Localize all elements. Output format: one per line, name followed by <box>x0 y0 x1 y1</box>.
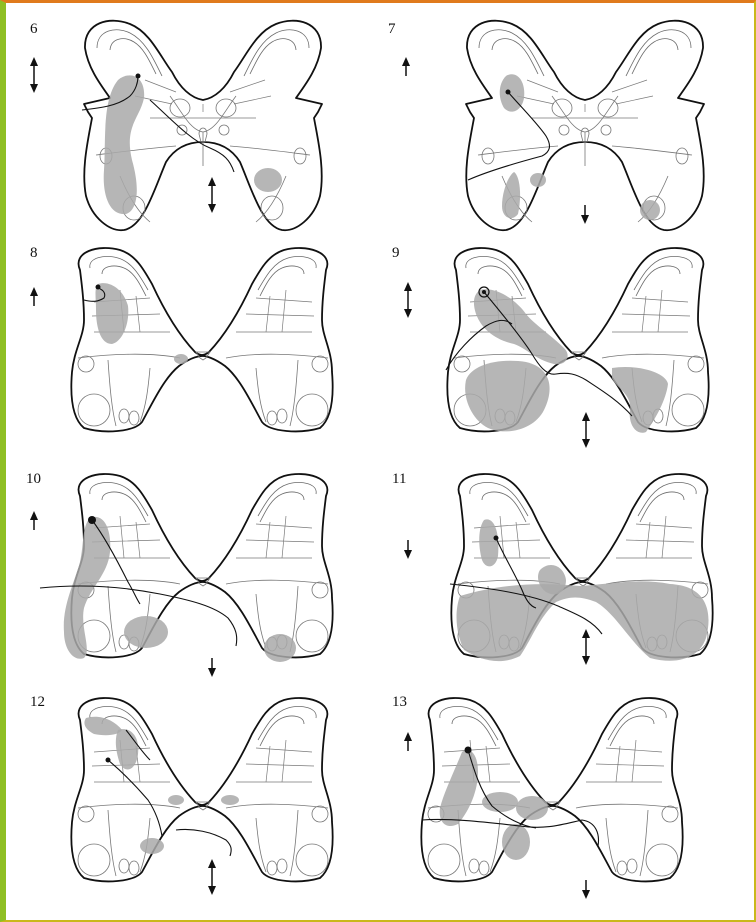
lesion-area <box>254 168 282 192</box>
panel-8: 8 <box>30 245 333 431</box>
panel-13: 13 <box>392 694 683 899</box>
panel-label: 7 <box>388 21 396 37</box>
panel-label: 6 <box>30 21 38 37</box>
direction-arrow-icon <box>402 57 410 76</box>
lesion-area <box>482 792 518 812</box>
direction-arrow-icon <box>208 859 216 895</box>
lesion-area <box>502 824 530 860</box>
recording-site-dot <box>106 758 111 763</box>
panel-9: 9 <box>392 245 709 448</box>
lesion-area <box>530 173 546 187</box>
panel-label: 10 <box>26 471 41 487</box>
recording-site-dot <box>482 290 486 294</box>
direction-arrow-icon <box>404 282 412 318</box>
recording-site-dot <box>465 747 472 754</box>
electrode-track <box>176 829 231 856</box>
spinal-cord-section <box>71 474 332 657</box>
lesion-area <box>516 796 548 820</box>
recording-site-dot <box>96 285 101 290</box>
lesion-area <box>221 795 239 805</box>
lesion-area <box>457 581 709 661</box>
panel-12: 12 <box>30 694 333 895</box>
direction-arrow-icon <box>582 412 590 448</box>
direction-arrow-icon <box>30 511 38 530</box>
lesion-area <box>140 838 164 854</box>
lesion-area <box>174 354 188 364</box>
lesion-area <box>124 616 168 648</box>
panel-10: 10 <box>26 471 333 677</box>
lesion-area <box>640 200 660 220</box>
recording-site-dot <box>506 90 511 95</box>
panel-label: 8 <box>30 245 38 261</box>
panel-label: 9 <box>392 245 400 261</box>
panel-11: 11 <box>392 471 713 665</box>
panel-label: 11 <box>392 471 406 487</box>
direction-arrow-icon <box>582 880 590 899</box>
direction-arrow-icon <box>404 732 412 751</box>
recording-site-dot <box>88 516 96 524</box>
direction-arrow-icon <box>208 177 216 213</box>
panel-label: 12 <box>30 694 45 710</box>
direction-arrow-icon <box>582 629 590 665</box>
direction-arrow-icon <box>581 205 589 224</box>
direction-arrow-icon <box>30 287 38 306</box>
lesion-area <box>264 634 296 662</box>
recording-site-dot <box>494 536 499 541</box>
spinal-cord-section <box>466 21 704 230</box>
lesion-area <box>168 795 184 805</box>
direction-arrow-icon <box>404 540 412 559</box>
panel-6: 6 <box>30 21 322 230</box>
panel-label: 13 <box>392 694 407 710</box>
direction-arrow-icon <box>208 658 216 677</box>
panel-7: 7 <box>388 21 704 230</box>
recording-site-dot <box>136 74 141 79</box>
direction-arrow-icon <box>30 57 38 93</box>
